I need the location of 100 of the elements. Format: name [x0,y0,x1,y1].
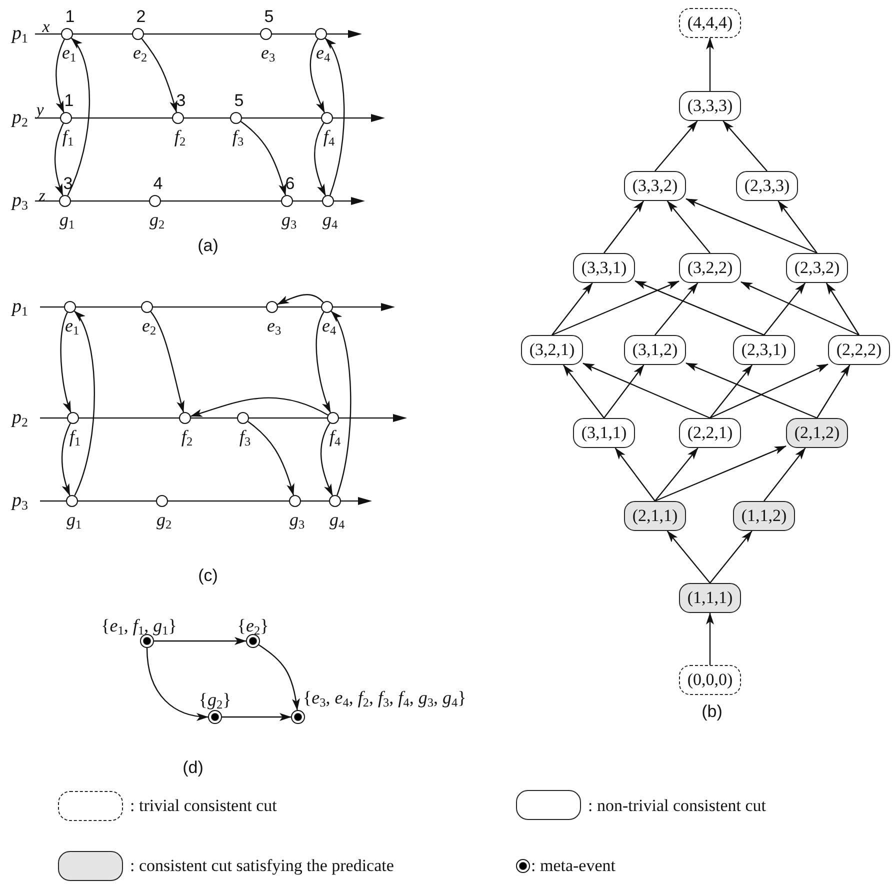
event-name: f$_{1}$ [62,126,74,148]
consistent-cut-node: (3,1,1) [573,418,635,448]
panel-caption: (b) [702,702,722,722]
event-name: f$_{4}$ [323,126,335,148]
consistent-cut-node: (1,1,1) [679,583,741,613]
variable-label: x [42,17,50,37]
meta-event-dot [246,634,260,648]
arrow [654,282,698,336]
arrow [654,448,698,502]
consistent-cut-node: (3,3,1) [573,253,635,283]
event-name: e$_{1}$ [64,316,80,336]
event-name: g$_{2}$ [156,510,172,530]
event-name: e$_{2}$ [142,316,156,336]
event-name: e$_{4}$ [322,316,336,336]
event-name: f$_{1}$ [69,426,81,448]
arrow [190,397,328,417]
arrow [316,312,332,414]
arrow [764,282,806,336]
event-dot [179,412,191,424]
event-name: g$_{4}$ [329,510,345,530]
arrow [552,280,680,336]
clock-value: 5 [264,7,274,27]
consistent-cut-node: (3,2,1) [521,335,583,365]
process-label: p$_{3}$ [12,190,28,212]
arrow [710,364,828,419]
consistent-cut-node: (3,1,2) [624,335,686,365]
process-label: p$_{3}$ [12,490,28,512]
arrow [604,364,644,418]
arrow [654,445,786,502]
arrow [248,421,294,496]
consistent-cut-node: (3,3,2) [624,171,686,201]
event-dot [266,301,278,313]
arrow [258,644,300,711]
arrow [320,422,334,496]
arrow [686,198,818,254]
arrow [666,200,710,254]
consistent-cut-node: (1,1,2) [733,501,795,531]
arrow [154,637,246,645]
arrow [56,39,65,113]
consistent-cut-node: (2,2,1) [679,418,741,448]
process-label: p$_{2}$ [12,107,28,129]
event-name: g$_{2}$ [149,210,165,230]
arrow [330,310,352,496]
arrow [310,38,326,114]
consistent-cut-node: (4,4,4) [679,8,741,38]
arrow [604,200,644,254]
arrow [706,612,714,665]
event-dot [156,495,168,507]
arrow [826,282,860,336]
arrow [686,362,818,419]
arrow [582,362,710,419]
event-set-label: {g$_{2}$} [198,690,232,710]
meta-event-dot [208,710,222,724]
event-name: f$_{2}$ [174,126,186,148]
event-name: e$_{1}$ [62,42,76,64]
arrow [706,38,714,91]
arrow [634,280,764,336]
event-dot [61,28,73,40]
arrow [74,310,95,496]
event-name: e$_{3}$ [266,316,282,336]
arrow [240,121,286,196]
event-name: g$_{3}$ [281,210,297,230]
event-dot [281,195,293,207]
arrow [146,648,208,720]
clock-value: 1 [64,91,74,111]
event-set-label: {e$_{1}$, f$_{1}$, g$_{1}$} [101,616,177,636]
clock-value: 3 [63,174,73,194]
arrow [666,530,710,584]
arrow [563,364,604,418]
event-dot [149,195,161,207]
consistent-cut-node: (3,2,2) [679,253,741,283]
arrow [60,312,72,413]
event-dot [289,495,301,507]
consistent-cut-node: (2,1,2) [786,418,848,448]
event-dot [260,28,272,40]
consistent-cut-node: (2,3,2) [786,253,848,283]
arrow [654,120,698,172]
event-dot [321,112,333,124]
event-dot [59,195,71,207]
event-dot [60,112,72,124]
event-name: e$_{2}$ [132,42,148,64]
event-dot [237,412,249,424]
panel-caption: (c) [198,566,218,586]
event-name: f$_{2}$ [181,426,193,448]
clock-value: 2 [136,7,146,27]
arrow [816,364,850,418]
event-name: g$_{3}$ [289,510,305,530]
process-label: p$_{1}$ [12,296,28,318]
arrow [276,294,324,305]
event-name: g$_{4}$ [322,210,338,230]
process-label: p$_{2}$ [12,407,28,429]
arrow [764,448,806,502]
consistent-cut-node: (0,0,0) [679,665,741,695]
event-dot [132,28,144,40]
event-dot [172,112,184,124]
arrow [222,713,292,721]
panel-caption: (a) [198,236,218,256]
meta-event-dot [291,710,305,724]
arrow [141,38,178,113]
arrow [314,122,326,196]
